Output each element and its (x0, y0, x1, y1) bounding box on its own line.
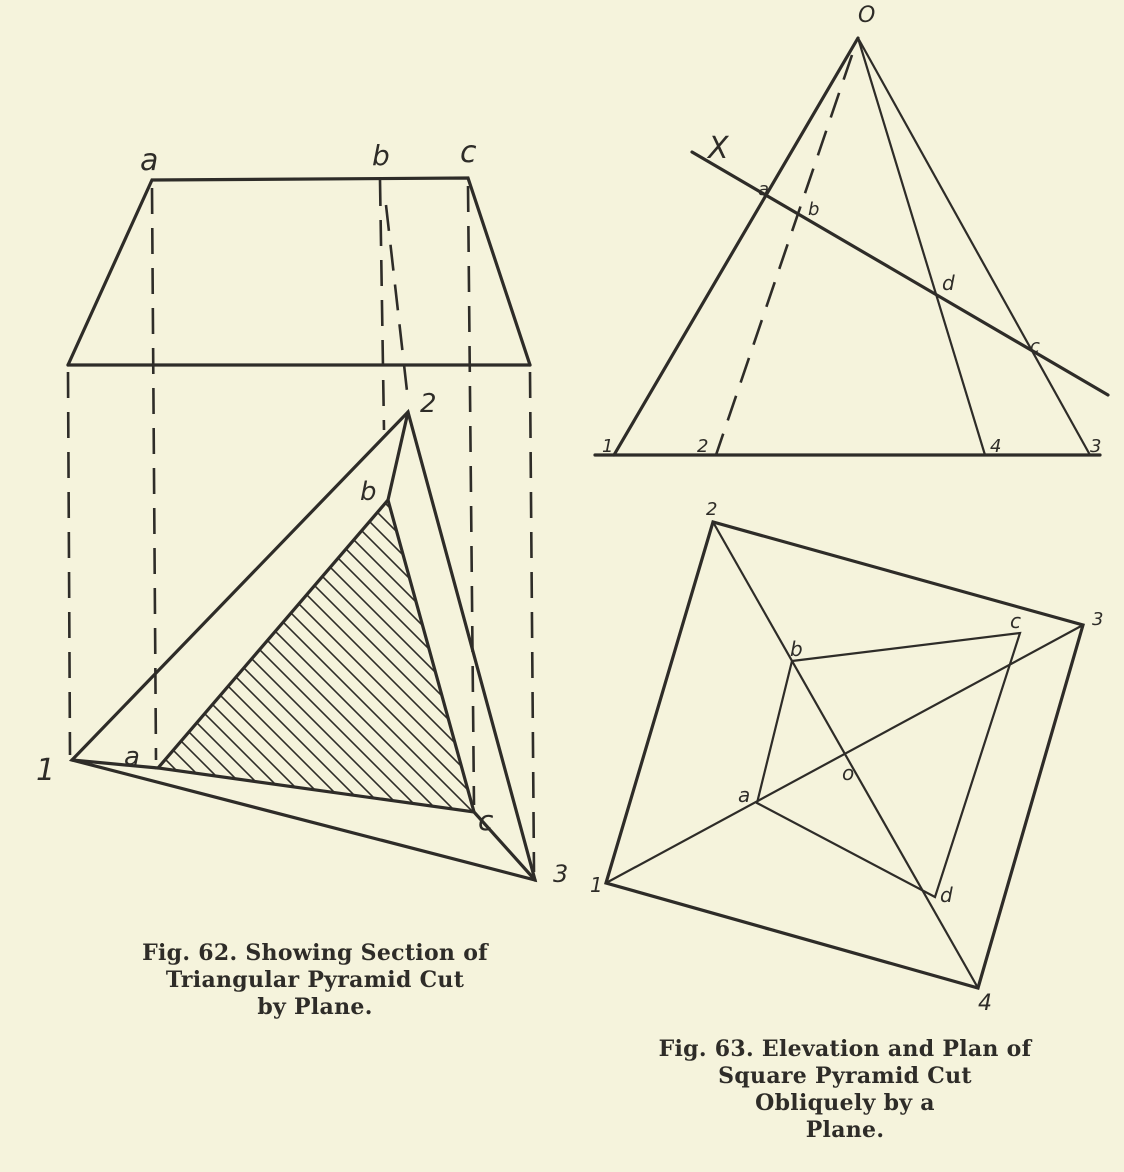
hatch-line (158, 500, 315, 812)
label-c: c (1010, 609, 1021, 633)
fig63-plan-labels: 2 3 4 1 o a b c d (590, 499, 1103, 1016)
label-2: 2 (706, 499, 717, 520)
hatch-line (174, 500, 474, 812)
hatch-line (208, 500, 474, 812)
fig63-elevation (593, 36, 1110, 457)
fig63-caption-line: Plane. (805, 1117, 885, 1143)
label-b: b (790, 637, 803, 661)
hatch-line (583, 480, 943, 840)
hatch-line (327, 500, 474, 812)
label-b-top: b (372, 139, 390, 172)
label-a: a (738, 783, 750, 807)
hatch-line (158, 500, 230, 812)
fig62-plan (0, 408, 994, 883)
hatch-line (310, 500, 474, 812)
label-4: 4 (990, 436, 1001, 457)
hatch-line (463, 500, 474, 812)
fig62-projectors (66, 185, 536, 873)
hatch-line (158, 500, 400, 812)
label-c-top: c (460, 135, 477, 170)
label-1: 1 (602, 436, 613, 457)
label-2: 2 (697, 436, 708, 457)
hatch-line (532, 480, 892, 840)
fig62-caption-line: by Plane. (257, 994, 373, 1020)
hatch-line (634, 480, 994, 840)
label-1: 1 (590, 873, 603, 897)
fig63-caption-line: Square Pyramid Cut (718, 1063, 972, 1089)
label-d: d (940, 883, 953, 907)
hatch-line (515, 480, 875, 840)
label-3: 3 (1092, 609, 1103, 630)
label-X: X (706, 131, 730, 166)
hatch-line (0, 480, 127, 840)
hatch-line (158, 500, 474, 812)
fig63-plan (604, 520, 1085, 990)
hatch-line (158, 500, 213, 812)
hatch-line (158, 500, 434, 812)
fig62-caption: Fig. 62. Showing Section of Triangular P… (50, 940, 580, 1021)
hatch-line (429, 500, 474, 812)
hatch-line (0, 480, 144, 840)
label-3: 3 (553, 860, 568, 888)
label-o: o (842, 761, 854, 785)
hatch-line (395, 500, 474, 812)
label-a: a (124, 742, 140, 772)
hatch-line (276, 500, 474, 812)
label-2: 2 (420, 389, 437, 419)
label-c: c (1030, 336, 1040, 357)
fig63-caption-line: Obliquely by a (755, 1090, 935, 1116)
label-a-top: a (140, 143, 158, 178)
hatch-line (158, 500, 366, 812)
hatch-line (293, 500, 474, 812)
label-c: c (478, 804, 494, 837)
hatch-line (361, 500, 474, 812)
fig62-labels: a b c 2 1 3 a b c (36, 135, 568, 888)
label-1: 1 (36, 753, 55, 788)
section-hatching (0, 480, 994, 840)
hatch-line (158, 500, 332, 812)
hatch-line (158, 500, 474, 812)
fig63-caption-line: Fig. 63. Elevation and Plan of (658, 1036, 1032, 1062)
fig62-elevation (66, 176, 532, 431)
hatch-line (600, 480, 960, 840)
hatch-line (158, 500, 162, 812)
fig62-caption-line: Fig. 62. Showing Section of (142, 940, 488, 966)
hatch-line (158, 500, 417, 812)
hatch-line (158, 500, 196, 812)
fig63-elevation-labels: O X a b d c 1 2 4 3 (602, 3, 1101, 457)
hatch-line (549, 480, 909, 840)
hatch-line (191, 500, 474, 812)
label-b: b (360, 477, 377, 507)
label-d: d (942, 271, 955, 295)
label-O: O (858, 3, 875, 28)
label-4: 4 (978, 991, 992, 1016)
label-3: 3 (1090, 436, 1101, 457)
fig62-caption-line: Triangular Pyramid Cut (165, 967, 465, 993)
label-b: b (808, 199, 819, 220)
hatch-line (158, 500, 451, 812)
hatch-line (158, 500, 383, 812)
label-a: a (758, 179, 769, 200)
fig63-caption: Fig. 63. Elevation and Plan of Square Py… (575, 1036, 1115, 1144)
hatch-line (158, 500, 179, 812)
